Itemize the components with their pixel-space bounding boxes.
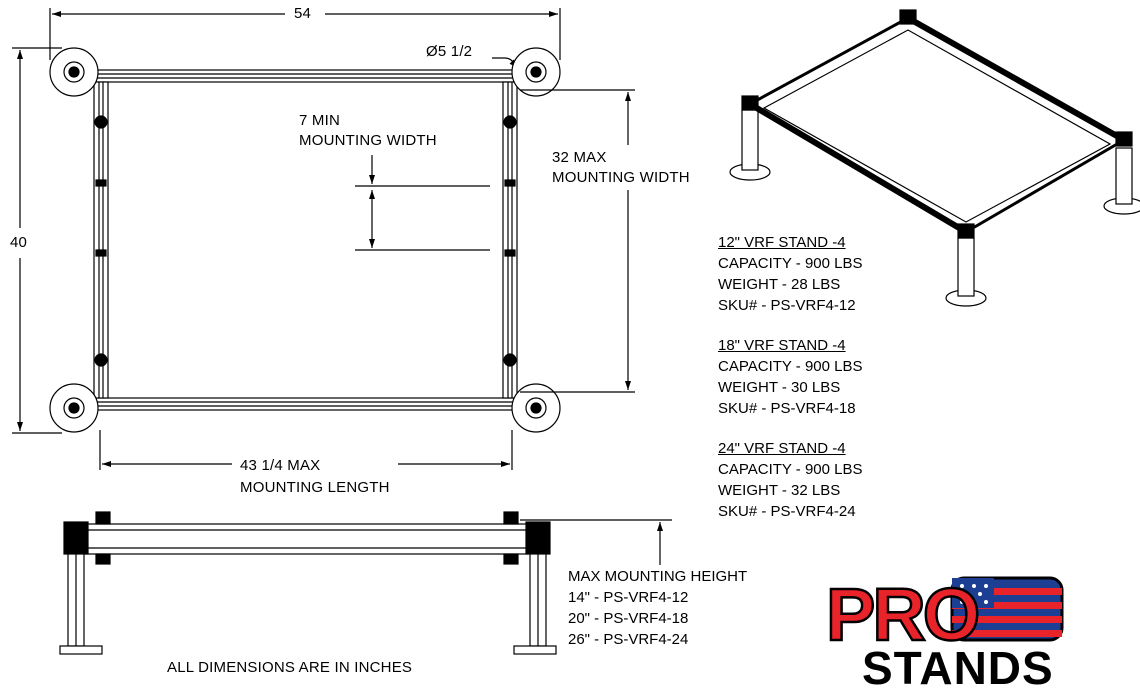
top-view: [12, 8, 635, 470]
spec-weight: WEIGHT - 30 LBS: [718, 379, 841, 396]
units-note: ALL DIMENSIONS ARE IN INCHES: [167, 659, 413, 676]
spec-title: 12" VRF STAND -4: [718, 234, 846, 251]
spec-capacity: CAPACITY - 900 LBS: [718, 358, 863, 375]
mounting-height-block: MAX MOUNTING HEIGHT 14" - PS-VRF4-12 20"…: [568, 566, 747, 650]
spec-block-12: 12" VRF STAND -4 CAPACITY - 900 LBS WEIG…: [718, 232, 863, 316]
mounting-height-row: 14" - PS-VRF4-12: [568, 589, 689, 606]
spec-sku: SKU# - PS-VRF4-24: [718, 503, 856, 520]
foot-diameter-label: Ø5 1/2: [426, 43, 473, 60]
side-view: [59, 511, 672, 655]
spec-sku: SKU# - PS-VRF4-12: [718, 297, 856, 314]
mounting-height-heading: MAX MOUNTING HEIGHT: [568, 568, 748, 585]
spec-weight: WEIGHT - 28 LBS: [718, 276, 841, 293]
spec-weight: WEIGHT - 32 LBS: [718, 482, 841, 499]
spec-block-18: 18" VRF STAND -4 CAPACITY - 900 LBS WEIG…: [718, 335, 863, 419]
mounting-height-row: 20" - PS-VRF4-18: [568, 610, 689, 627]
min-width-label-line1: 7 MIN: [299, 112, 341, 129]
overall-depth-label: 40: [10, 234, 28, 251]
max-width-label-line1: 32 MAX: [552, 149, 607, 166]
spec-capacity: CAPACITY - 900 LBS: [718, 461, 863, 478]
spec-title: 18" VRF STAND -4: [718, 337, 846, 354]
max-width-label-line2: MOUNTING WIDTH: [552, 169, 690, 186]
spec-capacity: CAPACITY - 900 LBS: [718, 255, 863, 272]
spec-title: 24" VRF STAND -4: [718, 440, 846, 457]
max-length-label-line1: 43 1/4 MAX: [240, 457, 321, 474]
max-length-label-line2: MOUNTING LENGTH: [240, 479, 390, 496]
spec-sku: SKU# - PS-VRF4-18: [718, 400, 856, 417]
overall-width-label: 54: [294, 5, 312, 22]
min-width-label-line2: MOUNTING WIDTH: [299, 132, 437, 149]
pro-stands-logo: PRO STANDS: [826, 574, 1064, 690]
spec-block-24: 24" VRF STAND -4 CAPACITY - 900 LBS WEIG…: [718, 438, 863, 522]
mounting-height-row: 26" - PS-VRF4-24: [568, 631, 689, 648]
logo-line1: PRO: [826, 574, 978, 656]
isometric-view: [729, 9, 1140, 307]
logo-line2: STANDS: [862, 642, 1054, 690]
